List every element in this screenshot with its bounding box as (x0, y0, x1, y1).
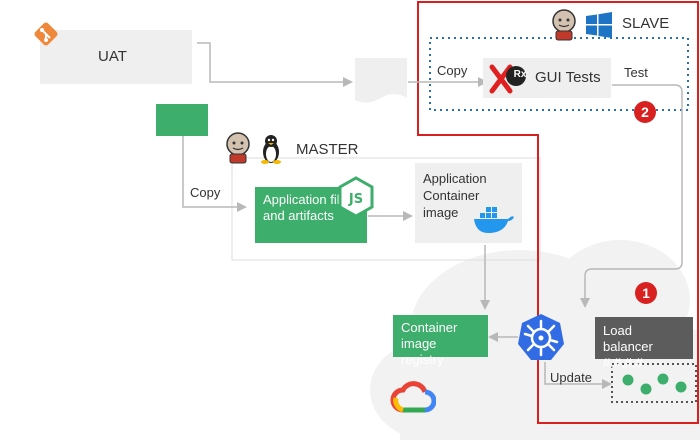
gui-tests-logo-text: Rx (513, 69, 527, 80)
google-cloud-icon (390, 378, 437, 414)
kubernetes-icon (516, 312, 566, 362)
nodejs-icon: JS (337, 176, 375, 218)
registry-box: Container image registry (393, 315, 488, 367)
pods (622, 373, 687, 395)
jenkins-icon (225, 132, 251, 164)
transfer-document-shape (355, 58, 407, 103)
copy-master-label: Copy (190, 185, 221, 200)
master-label: MASTER (296, 141, 359, 158)
badge-one: 1 (635, 282, 657, 304)
app-container-box (415, 163, 522, 243)
load-balancer-label: Load balancer (603, 323, 653, 354)
windows-icon (586, 12, 612, 38)
uat-box (40, 30, 192, 84)
master-region-outline (231, 157, 541, 261)
registry-label: Container image registry (401, 320, 458, 367)
app-files-label: Application files and artifacts (263, 192, 354, 223)
load-balancer-detail: #,#,#,# (603, 355, 643, 370)
slave-label: SLAVE (622, 15, 670, 32)
badge-two: 2 (634, 101, 656, 123)
git-icon (32, 20, 60, 48)
slave-dotted-box (429, 37, 689, 111)
linux-icon (259, 134, 283, 164)
svg-text:JS: JS (348, 192, 363, 207)
slave-jenkins-icon (551, 9, 577, 41)
red-highlight-frame (417, 1, 699, 424)
test-label: Test (624, 65, 648, 80)
uat-green-tag (156, 104, 208, 136)
ranorex-icon (488, 63, 528, 95)
pods-dotted-box (611, 363, 697, 403)
uat-label: UAT (98, 48, 127, 65)
copy-slave-label: Copy (437, 63, 468, 78)
update-label: Update (550, 370, 592, 385)
gui-tests-label: GUI Tests (535, 69, 601, 86)
app-container-label: Application Container image (423, 171, 487, 220)
app-files-box: Application files and artifacts (255, 187, 367, 243)
docker-icon (472, 205, 514, 235)
load-balancer-box: Load balancer #,#,#,# (595, 317, 693, 370)
